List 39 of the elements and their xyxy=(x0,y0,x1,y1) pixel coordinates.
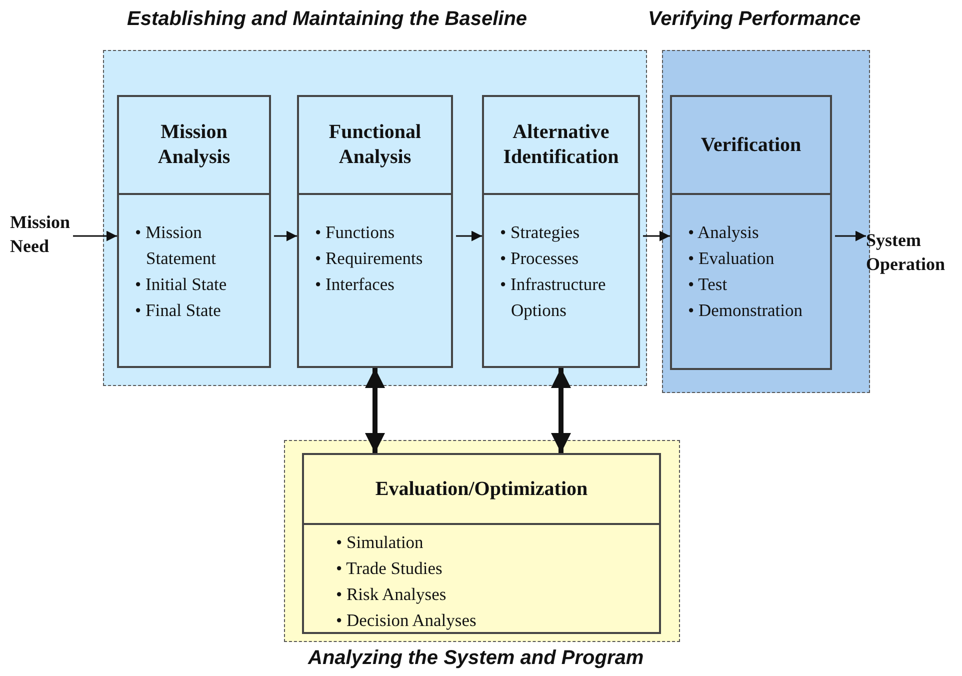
bullet-item: • Final State xyxy=(135,299,221,322)
process-box xyxy=(670,95,832,370)
bullet-item: • Interfaces xyxy=(315,273,395,296)
arrow xyxy=(73,230,117,242)
bullet-item: • Test xyxy=(688,273,728,296)
bullet-item: • Risk Analyses xyxy=(336,583,446,606)
box-title: Evaluation/Optimization xyxy=(374,476,589,502)
bullet-item: • Infrastructure Options xyxy=(500,273,607,322)
group-heading: Establishing and Maintaining the Baseline xyxy=(127,8,528,31)
bullet-item: • Requirements xyxy=(315,247,424,270)
box-title: Mission Analysis xyxy=(156,120,232,170)
box-title: Verification xyxy=(700,132,802,158)
node-label: Mission Need xyxy=(10,212,70,256)
group-heading: Analyzing the System and Program xyxy=(308,647,644,670)
group-heading: Verifying Performance xyxy=(648,8,861,31)
arrow xyxy=(274,230,297,242)
process-box xyxy=(482,95,640,368)
bullet-item: • Strategies xyxy=(500,221,580,244)
bullet-item: • Simulation xyxy=(336,531,424,554)
arrow xyxy=(643,230,670,242)
bullet-item: • Trade Studies xyxy=(336,557,442,580)
box-title: Alternative Identification xyxy=(502,120,620,170)
node-label: System Operation xyxy=(866,230,945,274)
arrow xyxy=(551,368,571,453)
bullet-item: • Processes xyxy=(500,247,580,270)
bullet-item: • Decision Analyses xyxy=(336,609,476,632)
process-box xyxy=(297,95,453,368)
bullet-item: • Initial State xyxy=(135,273,227,296)
bullet-item: • Demonstration xyxy=(688,299,803,322)
bullet-item: • Evaluation xyxy=(688,247,775,270)
process-box xyxy=(117,95,271,368)
arrow xyxy=(365,368,385,453)
arrow xyxy=(835,230,866,242)
bullet-item: • Analysis xyxy=(688,221,760,244)
bullet-item: • Functions xyxy=(315,221,396,244)
bullet-item: • Mission Statement xyxy=(135,221,217,270)
arrow xyxy=(456,230,482,242)
box-title: Functional Analysis xyxy=(328,120,422,170)
process-box xyxy=(302,453,661,634)
